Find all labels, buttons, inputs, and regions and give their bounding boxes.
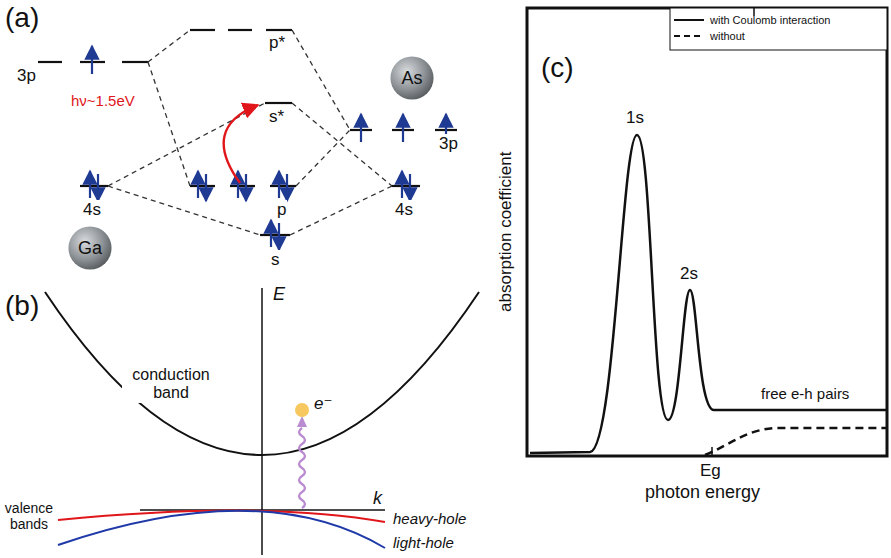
panel-letter: (b) xyxy=(4,290,40,322)
legend-sample xyxy=(674,31,704,41)
level-label: 4s xyxy=(82,200,102,220)
band-label: heavy-hole xyxy=(392,510,467,527)
excitation-arrow xyxy=(224,105,258,183)
level-label: p* xyxy=(268,33,286,53)
panel-letter: (a) xyxy=(4,2,40,34)
legend-sample xyxy=(674,15,704,25)
panel-letter: (c) xyxy=(540,52,575,84)
continuum-label: free e-h pairs xyxy=(760,385,850,402)
level-label: 3p xyxy=(438,134,459,154)
level-label: 3p xyxy=(16,66,37,86)
atom-label: As xyxy=(401,68,422,89)
legend-row: without xyxy=(674,28,830,44)
axis-label: k xyxy=(372,488,383,509)
legend-text: with Coulomb interaction xyxy=(710,14,830,26)
spectrum-plot xyxy=(527,8,887,456)
band-label: conduction band xyxy=(122,366,220,403)
axis-label: E xyxy=(272,284,286,305)
legend: with Coulomb interaction without xyxy=(674,12,830,44)
electron-label: e⁻ xyxy=(313,394,333,414)
band-diagram xyxy=(45,288,479,555)
level-label: p xyxy=(276,200,287,220)
axis-tick-label: Eg xyxy=(699,461,722,481)
band-label: light-hole xyxy=(392,534,455,551)
peak-label: 2s xyxy=(679,264,699,284)
legend-row: with Coulomb interaction xyxy=(674,12,830,28)
level-label: 4s xyxy=(394,200,414,220)
photon-energy: hν~1.5eV xyxy=(70,92,136,109)
level-label: s* xyxy=(268,107,285,127)
atom-sphere: Ga xyxy=(68,226,112,270)
electron-spins xyxy=(90,46,446,250)
axis-title: absorption coefficient xyxy=(496,151,516,313)
legend-text: without xyxy=(710,30,745,42)
level-label: s xyxy=(270,250,281,270)
band-label: valence bands xyxy=(1,500,57,532)
axis-title: photon energy xyxy=(644,482,761,503)
atom-label: Ga xyxy=(78,238,102,259)
peak-label: 1s xyxy=(625,108,645,128)
atom-sphere: As xyxy=(390,56,434,100)
energy-levels xyxy=(38,30,457,235)
correlation-lines xyxy=(108,30,392,235)
